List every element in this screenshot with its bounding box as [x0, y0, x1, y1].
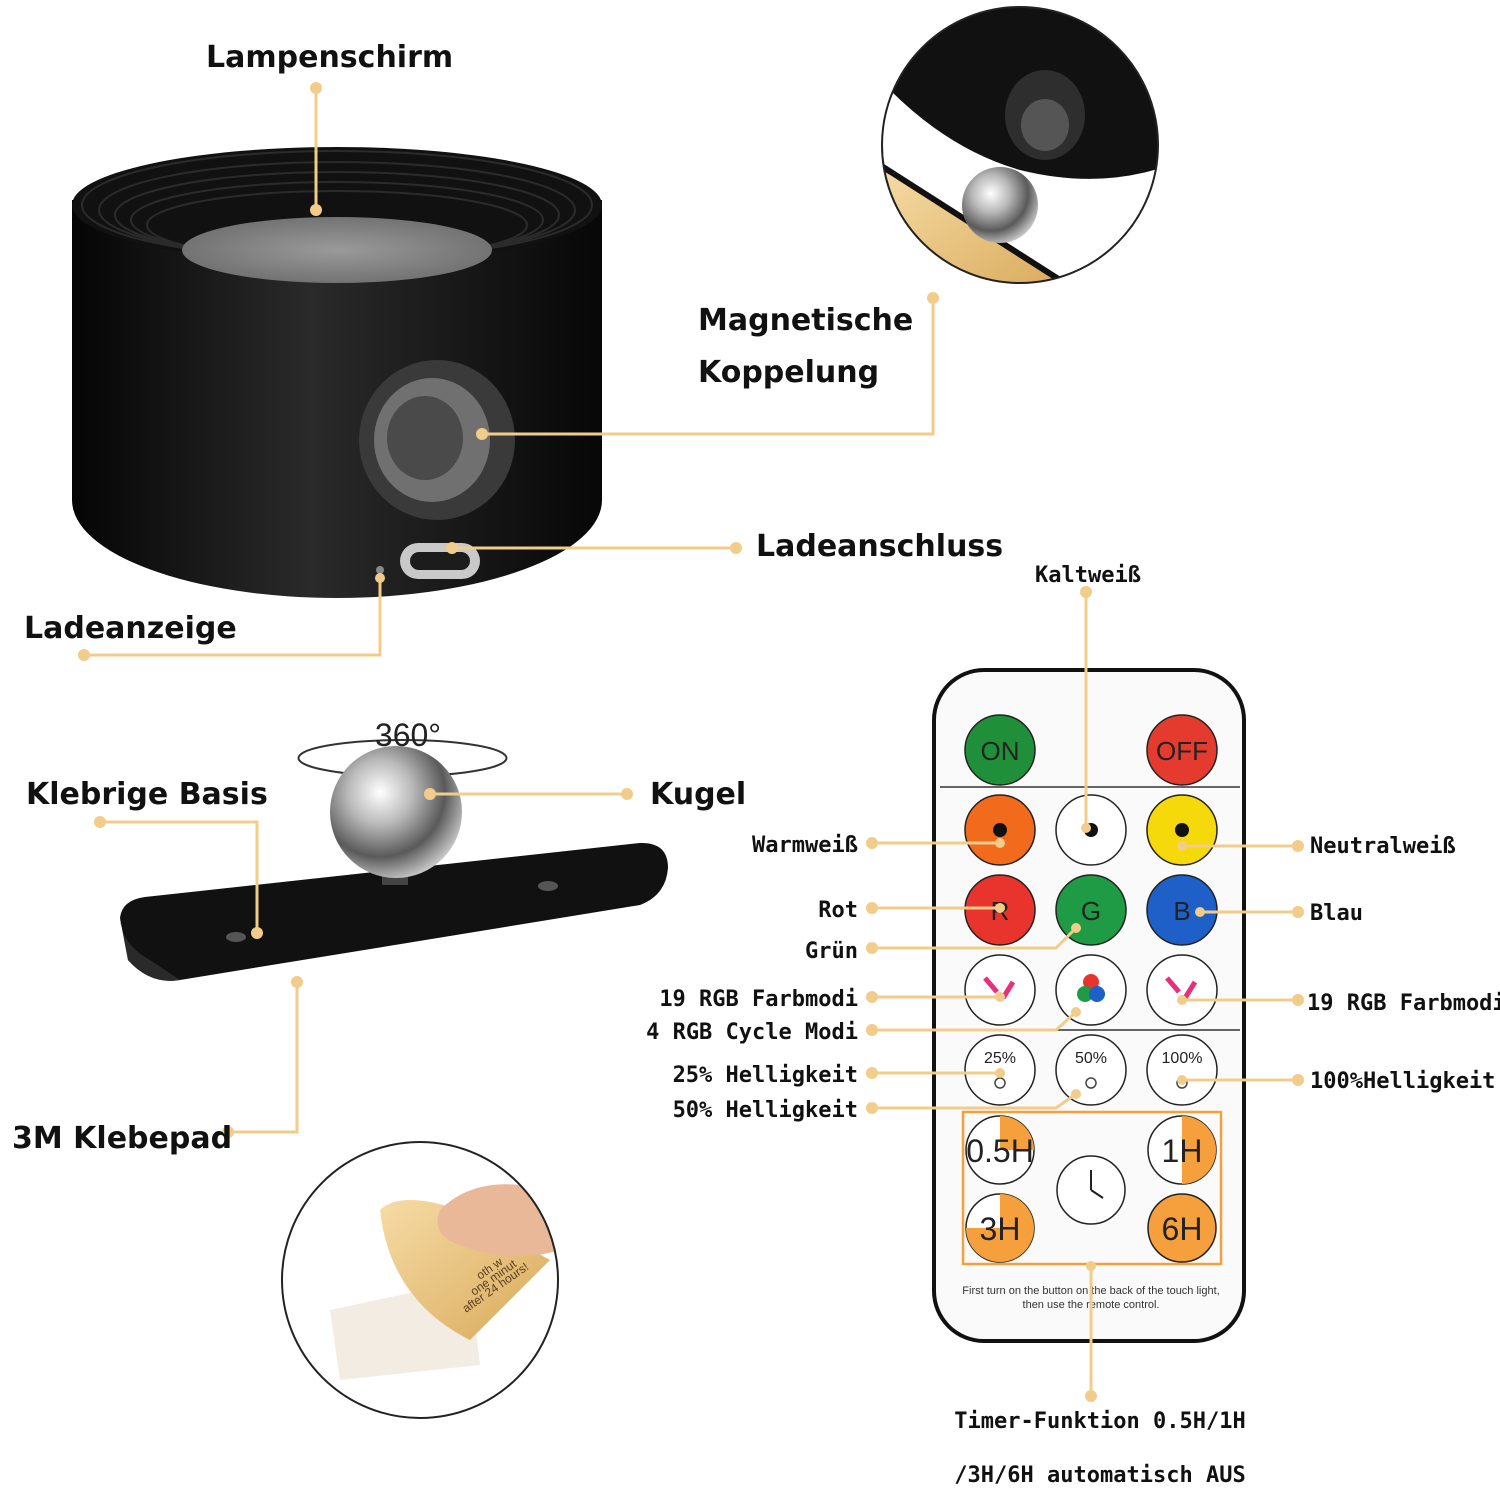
cold-white-button[interactable] — [1055, 794, 1127, 866]
off-button[interactable]: OFF — [1146, 714, 1218, 786]
leader-lines — [78, 82, 1304, 1402]
label-3m-klebepad: 3M Klebepad — [12, 1121, 232, 1156]
label-kaltweiss: Kaltweiß — [1035, 563, 1141, 588]
label-timer-line-1: Timer-Funktion 0.5H/1H — [954, 1409, 1245, 1434]
label-cycle-modi: 4 RGB Cycle Modi — [646, 1020, 858, 1045]
ball-joint — [330, 746, 462, 878]
label-100-helligkeit: 100%Helligkeit — [1310, 1069, 1495, 1094]
timer-0-5h-button[interactable]: 0.5H — [965, 1115, 1035, 1185]
label-timer-line-2: /3H/6H automatisch AUS — [954, 1463, 1245, 1488]
color-mode-prev-button[interactable] — [964, 954, 1036, 1026]
label-farbmodi-left: 19 RGB Farbmodi — [659, 987, 858, 1012]
sun-icon — [1175, 823, 1189, 837]
label-gruen: Grün — [805, 939, 858, 964]
label-ladeanschluss: Ladeanschluss — [756, 529, 1003, 564]
off-button-label: OFF — [1156, 736, 1208, 766]
label-25-helligkeit: 25% Helligkeit — [673, 1063, 858, 1088]
label-rot: Rot — [818, 898, 858, 923]
finger — [437, 1184, 558, 1257]
label-warmweiss: Warmweiß — [752, 833, 858, 858]
label-blau: Blau — [1310, 901, 1363, 926]
charge-indicator-led — [376, 566, 384, 574]
green-button[interactable]: G — [1055, 874, 1127, 946]
label-lampenschirm: Lampenschirm — [206, 40, 453, 75]
arrows-icon — [1165, 976, 1198, 1000]
color-mode-next-button[interactable] — [1146, 954, 1218, 1026]
label-neutralweiss: Neutralweiß — [1310, 834, 1456, 859]
timer-3h-label: 3H — [980, 1211, 1021, 1247]
label-koppelung: Koppelung — [698, 355, 879, 390]
brightness-100-button[interactable]: 100% — [1146, 1034, 1218, 1106]
sun-icon — [1085, 1077, 1097, 1089]
clock-icon — [1056, 1155, 1126, 1225]
brightness-25-label: 25% — [984, 1050, 1016, 1067]
timer-3h-button[interactable]: 3H — [965, 1193, 1035, 1263]
label-klebrige-basis: Klebrige Basis — [26, 777, 268, 812]
brightness-100-label: 100% — [1162, 1050, 1203, 1067]
blue-button-label: B — [1173, 896, 1190, 926]
neutral-white-button[interactable] — [1146, 794, 1218, 866]
label-magnetische: Magnetische — [698, 303, 913, 338]
label-farbmodi-right: 19 RGB Farbmodi — [1307, 991, 1500, 1016]
cycle-mode-button[interactable] — [1055, 954, 1127, 1026]
timer-6h-button[interactable]: 6H — [1147, 1193, 1217, 1263]
magnet-detail-circle — [881, 6, 1159, 284]
lamp — [72, 147, 602, 598]
green-button-label: G — [1081, 896, 1101, 926]
timer-1h-button[interactable]: 1H — [1147, 1115, 1217, 1185]
timer-6h-label: 6H — [1162, 1211, 1203, 1247]
timer-1h-label: 1H — [1162, 1133, 1203, 1169]
label-50-helligkeit: 50% Helligkeit — [673, 1098, 858, 1123]
on-button-label: ON — [981, 736, 1020, 766]
lamp-shade — [182, 217, 492, 283]
on-button[interactable]: ON — [964, 714, 1036, 786]
brightness-50-button[interactable]: 50% — [1055, 1034, 1127, 1106]
rgb-circles-icon — [1083, 974, 1099, 990]
label-ladeanzeige: Ladeanzeige — [24, 611, 237, 646]
label-kugel: Kugel — [650, 777, 746, 812]
sun-icon — [993, 823, 1007, 837]
warm-white-button[interactable] — [964, 794, 1036, 866]
adhesive-pad-detail-circle: oth w one minut after 24 hours! — [281, 1141, 559, 1419]
timer-0-5h-label: 0.5H — [966, 1133, 1034, 1169]
adhesive-base: 360° — [120, 717, 668, 981]
remote-control: ON OFF R G B — [932, 668, 1246, 1343]
labels: Lampenschirm Magnetische Koppelung Ladea… — [12, 40, 1500, 1488]
brightness-50-label: 50% — [1075, 1050, 1107, 1067]
blue-button[interactable]: B — [1146, 874, 1218, 946]
